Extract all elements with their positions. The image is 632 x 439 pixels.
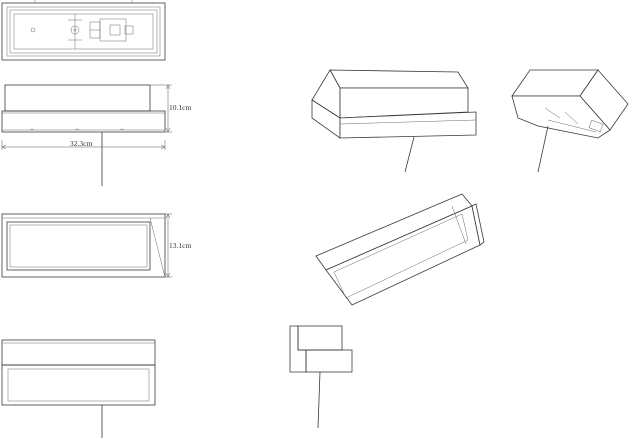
isometric-view-front [311,69,477,173]
depth-label: 13.1cm [169,241,191,250]
isometric-view-underside [511,69,629,173]
side-view [289,325,353,429]
back-view: 13.1cm [1,213,191,278]
isometric-view-rear [315,193,485,306]
front-view: 10.1cm 32.3cm [1,84,191,186]
width-label: 32.3cm [70,139,92,148]
rear-elevation-view [1,339,156,438]
height-label: 10.1cm [169,103,191,112]
top-view [1,0,166,61]
